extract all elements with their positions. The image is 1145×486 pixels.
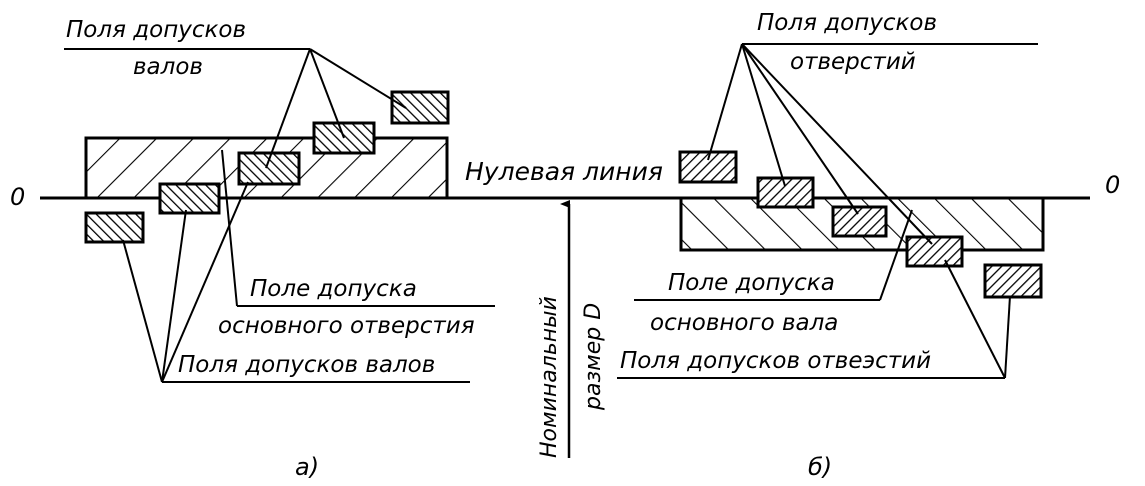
right-top-label-line1: Поля допусков xyxy=(757,10,937,36)
shaft-field-2 xyxy=(158,182,221,215)
hole-field-4 xyxy=(905,235,964,268)
basic-shaft-leader xyxy=(879,209,913,301)
right-bottom-leaders xyxy=(944,259,1011,379)
left-bottom-leaders xyxy=(122,181,249,383)
right-bottom-label: Поля допусков отвеэстий xyxy=(620,348,931,374)
basic-shaft-label-line2: основного вала xyxy=(650,310,838,336)
hole-field-5 xyxy=(983,263,1043,299)
shaft-field-5 xyxy=(390,90,450,125)
nominal-size-label-2: размер D xyxy=(581,303,606,411)
zero-label-left: 0 xyxy=(10,183,25,211)
left-top-label-line2: валов xyxy=(133,54,203,80)
nominal-size-line2: размер D xyxy=(581,303,606,411)
left-caption: а) xyxy=(295,453,319,481)
basic-hole-label-line2: основного отверстия xyxy=(218,313,475,339)
shaft-field-1 xyxy=(84,211,145,244)
basic-hole-leader xyxy=(221,149,238,307)
right-caption: б) xyxy=(808,453,832,481)
zero-line-label: Нулевая линия xyxy=(465,157,663,186)
basic-shaft-label-line1: Поле допуска xyxy=(668,270,835,296)
right-top-label-line2: отверстий xyxy=(790,49,916,75)
left-bottom-label: Поля допусков валов xyxy=(178,352,435,378)
nominal-size-line1: Номинальный xyxy=(537,296,562,458)
shaft-field-3 xyxy=(237,151,301,186)
hole-field-3 xyxy=(831,205,888,238)
nominal-size-label: Номинальный xyxy=(537,296,562,458)
right-top-leaders xyxy=(707,43,933,245)
hole-field-2 xyxy=(756,176,815,209)
left-top-label-line1: Поля допусков xyxy=(66,17,246,43)
left-top-leaders xyxy=(265,48,407,169)
zero-label-right: 0 xyxy=(1105,171,1120,199)
basic-hole-label-line1: Поле допуска xyxy=(250,276,417,302)
